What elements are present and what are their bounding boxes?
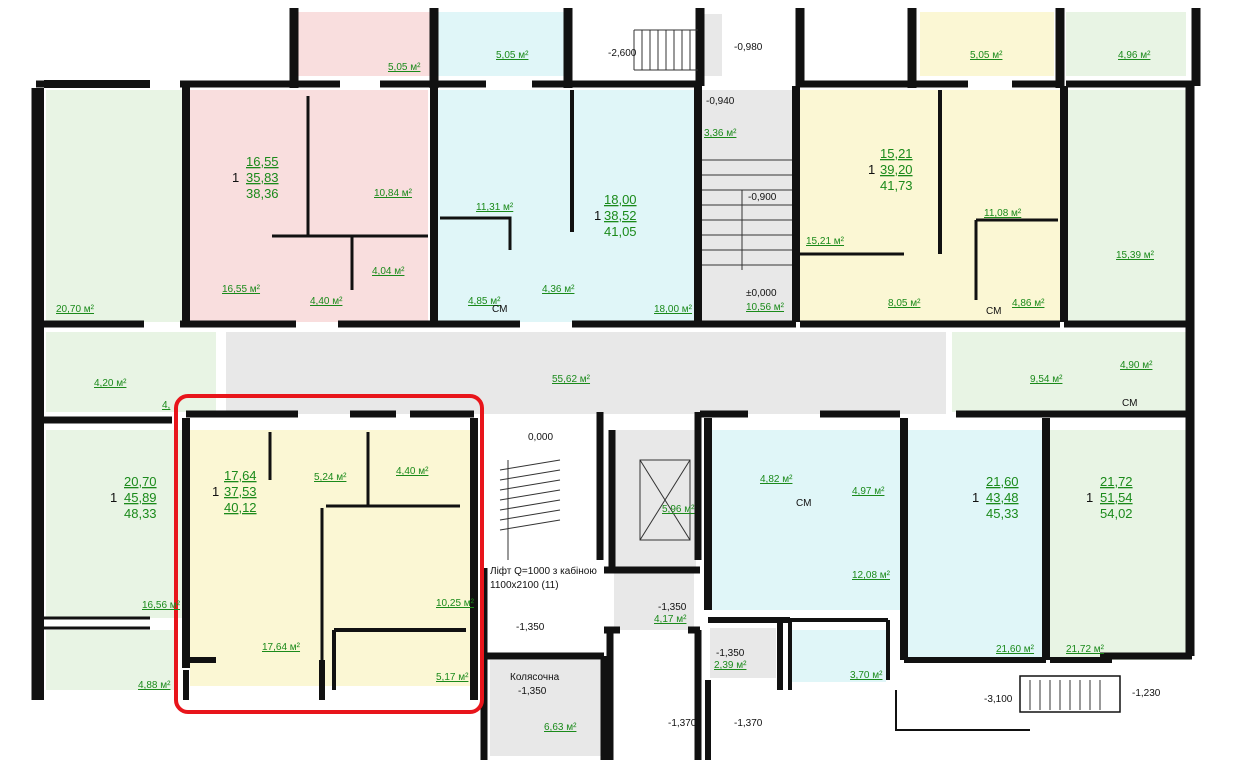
apt-living: 18,00 xyxy=(604,192,637,207)
level-mark: 0,000 xyxy=(528,432,553,443)
area-label: 4,04 м² xyxy=(372,266,405,277)
area-label: СМ xyxy=(986,306,1001,317)
area-label: 4,40 м² xyxy=(310,296,343,307)
area-label: 12,08 м² xyxy=(852,570,891,581)
area-label: 21,72 м² xyxy=(1066,644,1105,655)
apt-total: 45,89 xyxy=(124,490,157,505)
area-label: 4, xyxy=(162,400,170,411)
area-label: 5,17 м² xyxy=(436,672,469,683)
area-label: 5,05 м² xyxy=(496,50,529,61)
level-mark: -0,900 xyxy=(748,192,777,203)
apt-rooms: 1 xyxy=(1086,490,1093,505)
area-label: 2,39 м² xyxy=(714,660,747,671)
apt-rooms: 1 xyxy=(868,162,875,177)
apt-total: 35,83 xyxy=(246,170,279,185)
apt-living: 20,70 xyxy=(124,474,157,489)
area-label: 55,62 м² xyxy=(552,374,591,385)
area-label: 3,70 м² xyxy=(850,670,883,681)
level-mark: ±0,000 xyxy=(746,288,777,299)
apt-full: 41,73 xyxy=(880,178,913,193)
area-label: 4,17 м² xyxy=(654,614,687,625)
area-label: 4,97 м² xyxy=(852,486,885,497)
area-label: 17,64 м² xyxy=(262,642,301,653)
apt-rooms: 1 xyxy=(972,490,979,505)
apt-living: 21,60 xyxy=(986,474,1019,489)
level-mark: -0,940 xyxy=(706,96,735,107)
area-label: 10,25 м² xyxy=(436,598,475,609)
level-mark: -1,350 xyxy=(658,602,687,613)
apt-full: 48,33 xyxy=(124,506,157,521)
level-mark: -1,350 xyxy=(716,648,745,659)
area-label: 15,39 м² xyxy=(1116,250,1155,261)
level-mark: -3,100 xyxy=(984,694,1013,705)
area-label: 8,05 м² xyxy=(888,298,921,309)
room-fills xyxy=(46,12,1190,756)
apt-rooms: 1 xyxy=(594,208,601,223)
area-label: 4,40 м² xyxy=(396,466,429,477)
walls xyxy=(31,8,1201,760)
area-label: 21,60 м² xyxy=(996,644,1035,655)
apt-living: 17,64 xyxy=(224,468,257,483)
area-label: 5,05 м² xyxy=(970,50,1003,61)
area-label: 4,96 м² xyxy=(1118,50,1151,61)
area-label: СМ xyxy=(492,304,507,315)
apt-rooms: 1 xyxy=(110,490,117,505)
area-label: 4,82 м² xyxy=(760,474,793,485)
apt-full: 41,05 xyxy=(604,224,637,239)
area-label: 20,70 м² xyxy=(56,304,95,315)
level-mark: -2,600 xyxy=(608,48,637,59)
area-label: 10,84 м² xyxy=(374,188,413,199)
apt-total: 43,48 xyxy=(986,490,1019,505)
level-mark: -1,230 xyxy=(1132,688,1161,699)
area-label: 3,36 м² xyxy=(704,128,737,139)
area-label: 5,24 м² xyxy=(314,472,347,483)
apt-living: 16,55 xyxy=(246,154,279,169)
stairs xyxy=(499,29,1101,710)
selected-apartment-highlight[interactable] xyxy=(174,394,484,714)
area-label: 16,56 м² xyxy=(142,600,181,611)
labels: 5,05 м² 5,05 м² 5,05 м² 4,96 м² -2,600 -… xyxy=(56,42,1161,733)
apt-full: 45,33 xyxy=(986,506,1019,521)
apt-full: 38,36 xyxy=(246,186,279,201)
area-label: 18,00 м² xyxy=(654,304,693,315)
area-label: 16,55 м² xyxy=(222,284,261,295)
apt-total: 37,53 xyxy=(224,484,257,499)
area-label: 11,08 м² xyxy=(984,208,1022,219)
apt-full: 40,12 xyxy=(224,500,257,515)
lift-label: Ліфт Q=1000 з кабіною xyxy=(490,565,597,577)
area-label: 10,56 м² xyxy=(746,302,785,313)
area-label: 5,05 м² xyxy=(388,62,421,73)
level-mark: -1,370 xyxy=(734,718,763,729)
area-label: 9,54 м² xyxy=(1030,374,1063,385)
apt-total: 51,54 xyxy=(1100,490,1133,505)
area-label: 15,21 м² xyxy=(806,236,845,247)
area-label: 4,20 м² xyxy=(94,378,127,389)
level-mark: -1,350 xyxy=(516,622,545,633)
apt-rooms: 1 xyxy=(212,484,219,499)
apt-full: 54,02 xyxy=(1100,506,1133,521)
level-mark: -0,980 xyxy=(734,42,763,53)
area-label: 4,36 м² xyxy=(542,284,575,295)
apt-total: 39,20 xyxy=(880,162,913,177)
area-label: 6,63 м² xyxy=(544,722,577,733)
room-name: Колясочна xyxy=(510,672,560,683)
apt-living: 15,21 xyxy=(880,146,913,161)
area-label: 4,90 м² xyxy=(1120,360,1153,371)
area-label: СМ xyxy=(1122,398,1137,409)
apt-living: 21,72 xyxy=(1100,474,1133,489)
lift-label: 1100х2100 (11) xyxy=(490,580,559,591)
apt-total: 38,52 xyxy=(604,208,637,223)
area-label: 4,85 м² xyxy=(468,296,501,307)
area-label: 5,96 м² xyxy=(662,504,695,515)
level-mark: -1,350 xyxy=(518,686,547,697)
area-label: 11,31 м² xyxy=(476,202,514,213)
apt-rooms: 1 xyxy=(232,170,239,185)
area-label: 4,88 м² xyxy=(138,680,171,691)
area-label: СМ xyxy=(796,498,811,509)
level-mark: -1,370 xyxy=(668,718,697,729)
area-label: 4,86 м² xyxy=(1012,298,1045,309)
